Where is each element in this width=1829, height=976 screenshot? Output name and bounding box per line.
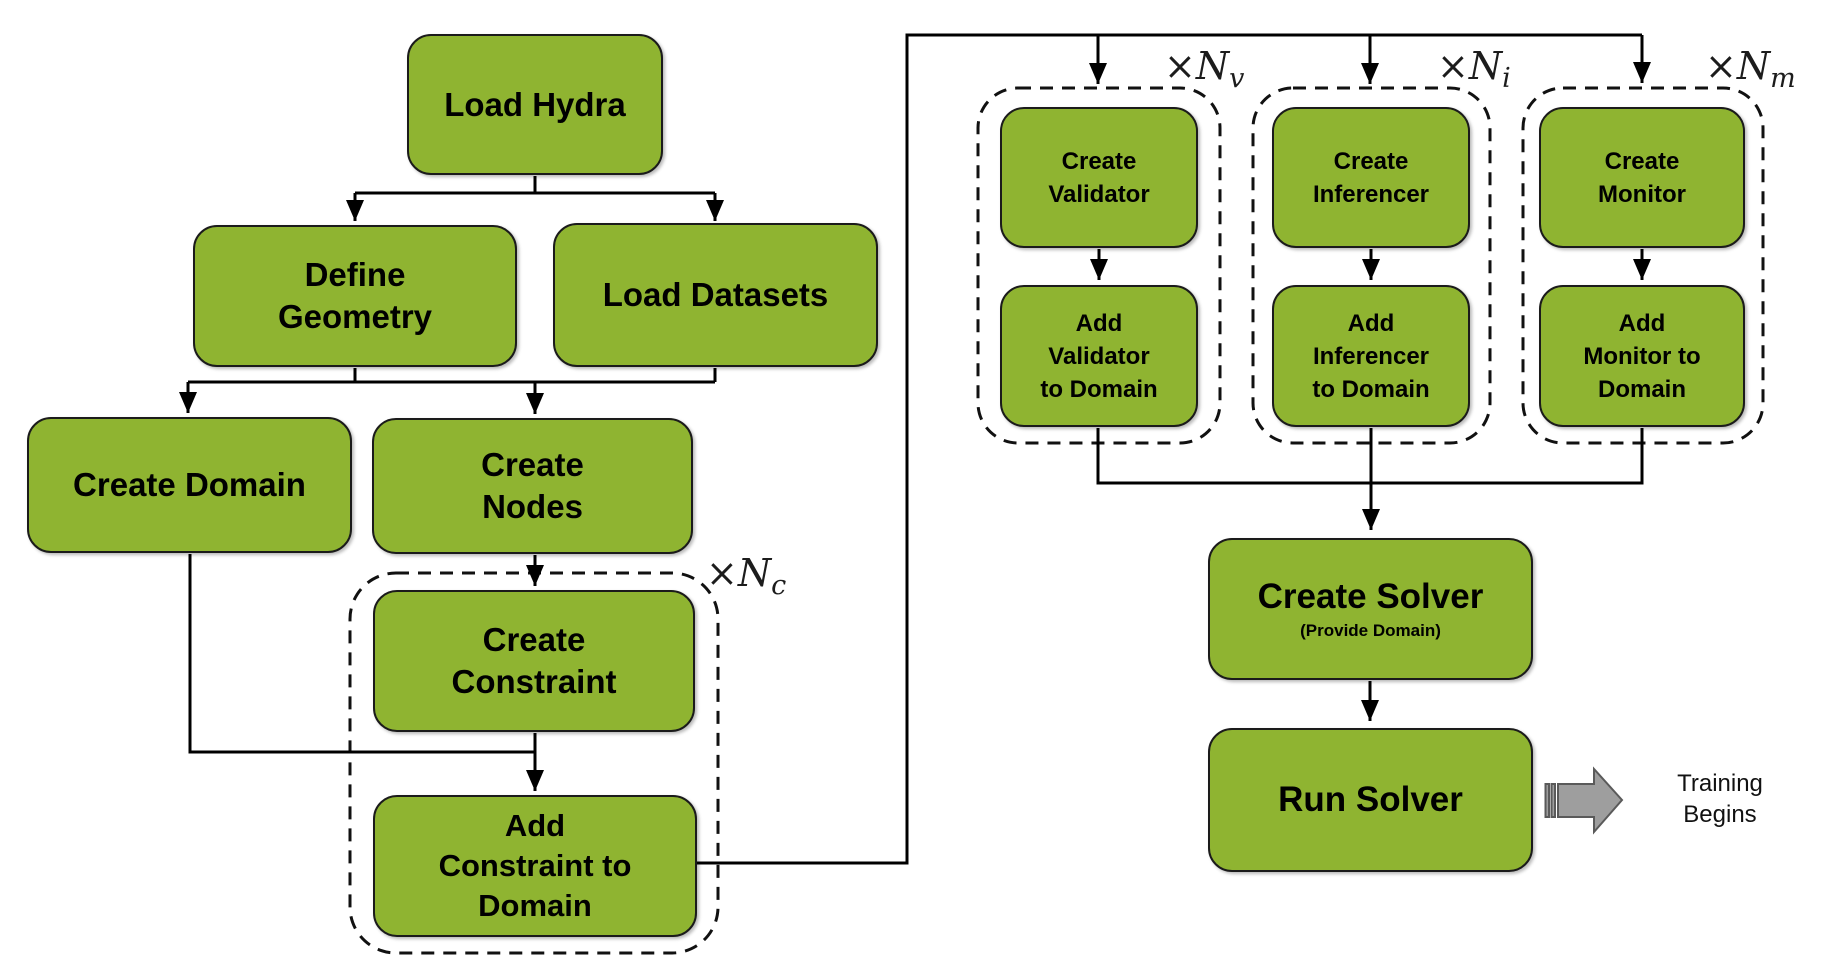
node-add-constraint-to-domain: Add Constraint to Domain	[373, 795, 697, 937]
node-add-validator-to-domain-label: Add Validator to Domain	[1040, 309, 1158, 403]
node-create-validator: Create Validator	[1000, 107, 1198, 248]
node-create-solver-label: Create Solver	[1257, 576, 1484, 616]
loop-label-inferencer: ×Ni	[1437, 43, 1511, 102]
node-create-inferencer: Create Inferencer	[1272, 107, 1470, 248]
node-create-constraint-label: Create Constraint	[451, 621, 617, 700]
node-load-hydra: Load Hydra	[407, 34, 663, 175]
block-arrow-tail-bar	[1550, 783, 1556, 818]
training-begins-caption: Training Begins	[1677, 770, 1763, 828]
node-add-constraint-to-domain-label: Add Constraint to Domain	[438, 808, 632, 923]
training-block-arrow	[1544, 766, 1624, 835]
node-add-inferencer-to-domain-label: Add Inferencer to Domain	[1312, 309, 1430, 403]
node-create-constraint: Create Constraint	[373, 590, 695, 732]
node-create-nodes: Create Nodes	[372, 418, 693, 554]
times-sign: ×	[706, 551, 738, 595]
times-sign: ×	[1437, 44, 1469, 88]
node-load-hydra-label: Load Hydra	[444, 85, 626, 123]
loop-subscript: v	[1229, 63, 1245, 94]
loop-symbol: N	[1468, 44, 1503, 88]
loop-subscript: c	[771, 570, 787, 601]
node-add-monitor-to-domain: Add Monitor to Domain	[1539, 285, 1745, 427]
node-run-solver: Run Solver	[1208, 728, 1533, 872]
node-create-solver: Create Solver (Provide Domain)	[1208, 538, 1533, 680]
block-arrow-tail-bar	[1544, 783, 1550, 818]
times-sign: ×	[1164, 44, 1196, 88]
node-add-monitor-to-domain-label: Add Monitor to Domain	[1583, 309, 1701, 403]
node-run-solver-label: Run Solver	[1278, 780, 1463, 819]
loop-label-monitor: ×Nm	[1705, 43, 1796, 102]
node-add-validator-to-domain: Add Validator to Domain	[1000, 285, 1198, 427]
node-create-inferencer-label: Create Inferencer	[1312, 147, 1430, 208]
times-sign: ×	[1705, 44, 1737, 88]
node-create-domain-label: Create Domain	[73, 466, 306, 503]
node-define-geometry: Define Geometry	[193, 225, 517, 367]
connector-domain-to-constraint-join	[188, 554, 535, 754]
node-create-solver-sublabel: (Provide Domain)	[1300, 620, 1441, 640]
loop-symbol: N	[737, 551, 772, 595]
loop-label-validator: ×Nv	[1164, 43, 1244, 102]
node-create-nodes-label: Create Nodes	[481, 446, 584, 525]
node-create-validator-label: Create Validator	[1048, 147, 1150, 208]
node-create-monitor-label: Create Monitor	[1598, 147, 1686, 208]
loop-symbol: N	[1736, 44, 1771, 88]
loop-subscript: i	[1502, 63, 1511, 94]
loop-symbol: N	[1195, 44, 1230, 88]
loop-subscript: m	[1770, 63, 1796, 94]
node-add-inferencer-to-domain: Add Inferencer to Domain	[1272, 285, 1470, 427]
node-create-domain: Create Domain	[27, 417, 352, 553]
loop-label-constraint: ×Nc	[706, 550, 786, 609]
node-load-datasets-label: Load Datasets	[602, 276, 829, 313]
block-arrow-body	[1557, 766, 1624, 835]
node-load-datasets: Load Datasets	[553, 223, 878, 367]
connector-constraint-to-top	[697, 33, 1642, 865]
node-create-monitor: Create Monitor	[1539, 107, 1745, 248]
inferencer-loop-group	[1251, 86, 1492, 445]
node-define-geometry-label: Define Geometry	[277, 256, 433, 335]
